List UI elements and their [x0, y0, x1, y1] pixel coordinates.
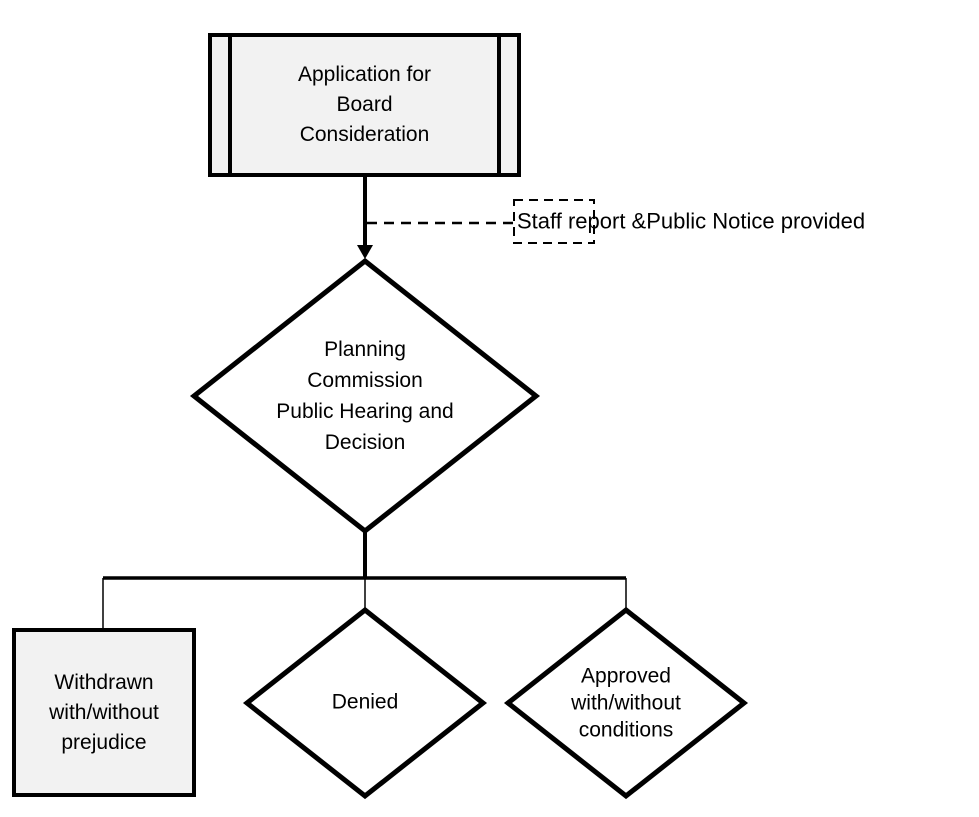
- node-approved-label: Approved with/without conditions: [571, 664, 681, 742]
- node-withdrawn-label: Withdrawn with/without prejudice: [49, 670, 159, 754]
- predefined-process-bar-left-icon: [228, 37, 232, 173]
- node-denied-label: Denied: [331, 690, 399, 714]
- node-planning-label: Planning Commission Public Hearing and D…: [276, 338, 454, 454]
- node-application-label: Application for Board Consideration: [297, 63, 432, 146]
- annotation-label: Staff report &Public Notice provided: [517, 208, 866, 234]
- predefined-process-bar-right-icon: [497, 37, 501, 173]
- node-application: Application for Board Consideration: [208, 33, 521, 177]
- planning-diamond-shape: [189, 257, 541, 535]
- arrowhead-down-icon: [357, 245, 373, 259]
- node-withdrawn: Withdrawn with/without prejudice: [12, 628, 196, 797]
- approved-diamond-shape: [503, 606, 749, 800]
- denied-diamond-shape: [242, 606, 488, 800]
